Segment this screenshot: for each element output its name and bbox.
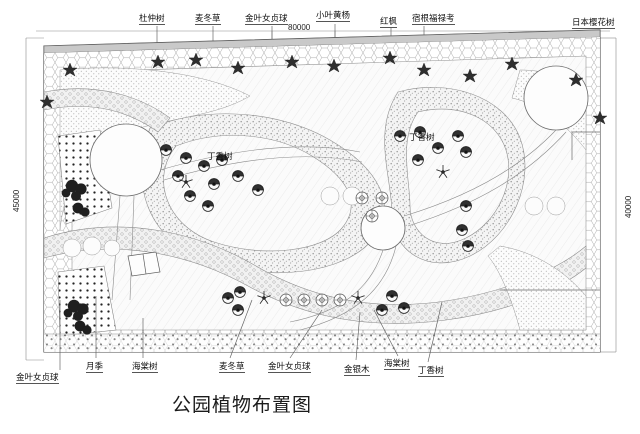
circle-cluster	[62, 186, 566, 258]
label-bottom-6: 海棠树	[384, 358, 410, 370]
boundary-notch	[500, 131, 600, 291]
pebble-bands	[44, 88, 587, 324]
bottom-groundcover-strip	[44, 333, 600, 352]
dimension-right: 40000	[624, 195, 633, 218]
label-top-4: 红枫	[380, 16, 398, 28]
outlined-canopy-trees	[279, 191, 389, 307]
radial-canopy-trees	[160, 126, 474, 316]
label-bottom-1: 月季	[86, 361, 104, 373]
pavilion-structure	[127, 251, 161, 277]
shrub-clusters	[61, 179, 92, 335]
label-top-3: 小叶黄杨	[316, 10, 351, 22]
label-bottom-4: 金叶女贞球	[268, 361, 311, 373]
label-top-2: 金叶女贞球	[245, 13, 288, 25]
label-top-1: 麦冬草	[195, 13, 221, 25]
label-interior-0: 丁香树	[207, 151, 233, 161]
east-circular-plaza	[523, 65, 589, 131]
label-interior-1: 丁香树	[409, 132, 435, 142]
dimension-lines	[25, 30, 617, 361]
dimension-left: 45000	[12, 189, 21, 212]
label-bottom-0: 金叶女贞球	[16, 372, 59, 384]
walkways	[111, 129, 567, 331]
west-circular-plaza	[89, 123, 163, 197]
tree-symbols	[39, 50, 608, 335]
label-top-5: 宿根福禄考	[412, 13, 455, 25]
label-bottom-3: 麦冬草	[219, 361, 245, 373]
label-bottom-2: 海棠树	[132, 361, 158, 373]
label-bottom-7: 丁香树	[418, 365, 444, 377]
label-top-0: 杜仲树	[139, 13, 165, 25]
page-title: 公园植物布置图	[172, 395, 313, 416]
leader-lines-bottom	[59, 296, 443, 370]
label-top-6: 日本樱花树	[572, 17, 615, 29]
pinwheel-accent-trees	[179, 165, 450, 305]
star-canopy-trees	[39, 50, 608, 125]
label-bottom-5: 金银木	[344, 364, 370, 376]
dimension-top: 80000	[288, 23, 311, 32]
circular-plazas	[89, 65, 589, 251]
